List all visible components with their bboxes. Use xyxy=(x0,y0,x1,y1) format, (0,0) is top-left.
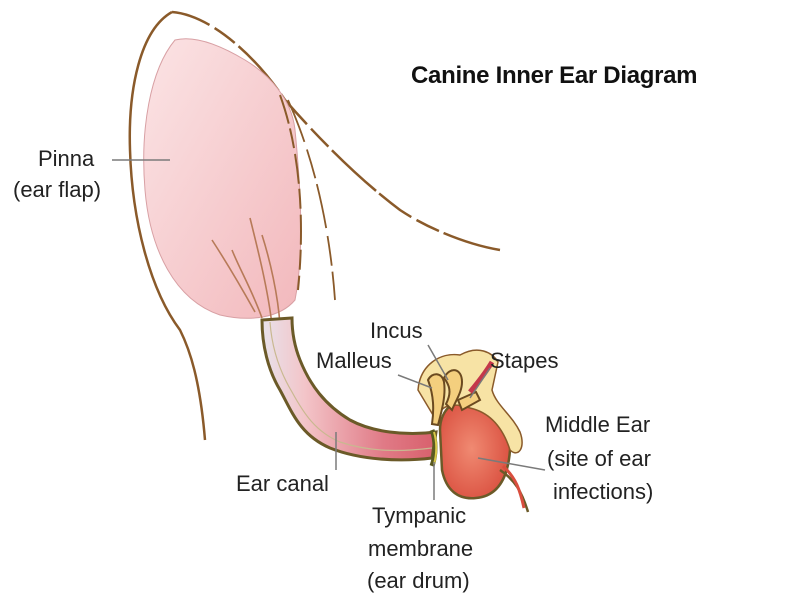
label-pinna-sub: (ear flap) xyxy=(13,177,101,203)
label-pinna: Pinna xyxy=(38,146,94,172)
label-tympanic: Tympanic xyxy=(372,503,466,529)
label-middle-ear: Middle Ear xyxy=(545,412,650,438)
label-malleus: Malleus xyxy=(316,348,392,374)
label-tympanic-sub2: (ear drum) xyxy=(367,568,470,594)
label-stapes: Stapes xyxy=(490,348,559,374)
label-tympanic-sub1: membrane xyxy=(368,536,473,562)
label-ear-canal: Ear canal xyxy=(236,471,329,497)
pinna-fill xyxy=(144,39,301,319)
label-middle-ear-sub2: infections) xyxy=(553,479,653,505)
label-middle-ear-sub1: (site of ear xyxy=(547,446,651,472)
diagram-title: Canine Inner Ear Diagram xyxy=(411,62,697,90)
label-incus: Incus xyxy=(370,318,423,344)
